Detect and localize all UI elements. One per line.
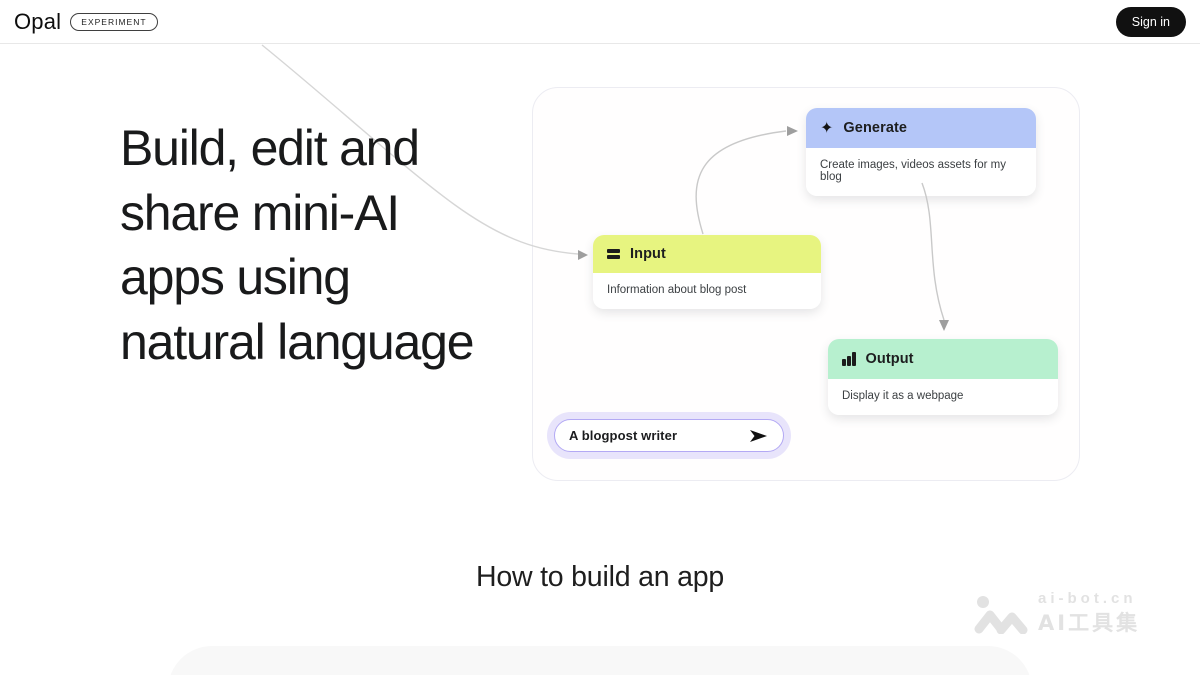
send-arrow-icon [750,429,767,442]
generate-node-title: Generate [843,120,908,136]
watermark-line1: ai-bot.cn [1038,590,1137,607]
input-node-header: Input [593,235,821,273]
experiment-badge: EXPERIMENT [70,12,158,31]
input-node-title: Input [630,246,666,262]
how-to-heading: How to build an app [475,561,725,593]
output-node-title: Output [865,351,914,367]
workflow-canvas: ✦ Generate Create images, videos assets … [532,87,1080,481]
output-node[interactable]: Output Display it as a webpage [828,339,1058,415]
generate-node-description: Create images, videos assets for my blog [806,148,1036,196]
watermark-logo-icon [974,595,1028,634]
opal-logo[interactable]: Opal [14,8,62,34]
input-bars-icon [607,249,620,259]
hero-title: Build, edit and share mini-AI apps using… [120,120,475,370]
input-node-description: Information about blog post [593,273,821,309]
sign-in-button[interactable]: Sign in [1115,6,1186,37]
output-node-description: Display it as a webpage [828,379,1058,415]
prompt-halo: A blogpost writer [547,412,791,459]
generate-node-header: ✦ Generate [806,108,1036,148]
watermark-line2: AI工具集 [1038,611,1141,635]
watermark: ai-bot.cn AI工具集 [974,590,1140,637]
prompt-value: A blogpost writer [569,428,678,443]
output-node-header: Output [828,339,1058,379]
bar-chart-icon [842,352,856,366]
input-node[interactable]: Input Information about blog post [593,235,821,309]
top-nav: Opal EXPERIMENT Sign in [0,0,1200,44]
prompt-input[interactable]: A blogpost writer [554,419,784,452]
how-to-card [168,646,1032,675]
sparkle-icon: ✦ [820,118,834,137]
send-button[interactable] [745,426,771,446]
generate-node[interactable]: ✦ Generate Create images, videos assets … [806,108,1036,196]
